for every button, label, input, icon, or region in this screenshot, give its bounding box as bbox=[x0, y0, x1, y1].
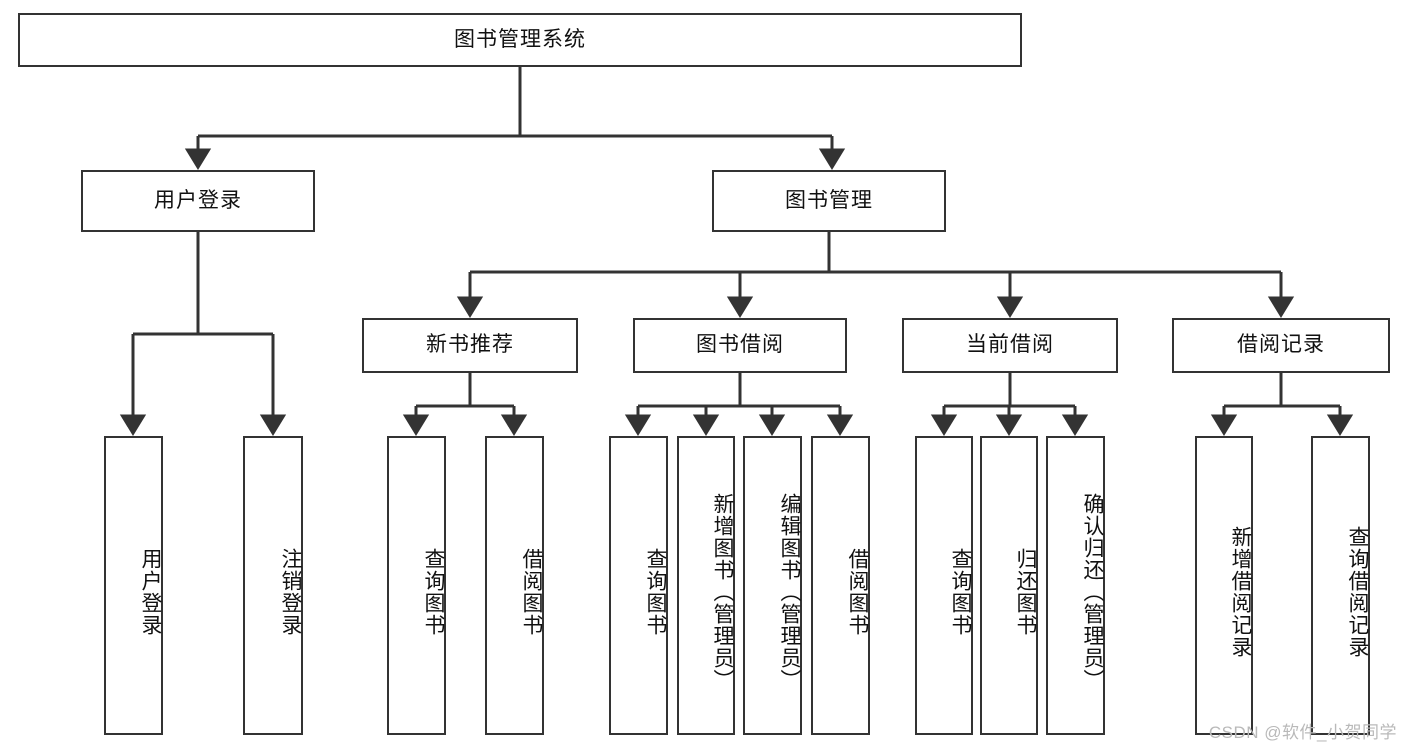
leaf-edit-book-label: 编辑图书（管理员） bbox=[778, 492, 801, 691]
leaf-confirm-return[interactable]: 确认归还（管理员） bbox=[1046, 436, 1105, 735]
leaf-query-record-label: 查询借阅记录 bbox=[1346, 525, 1369, 658]
leaf-add-record-label: 新增借阅记录 bbox=[1229, 525, 1252, 658]
node-book-borrow[interactable]: 图书借阅 bbox=[633, 318, 847, 373]
leaf-query-book-rec[interactable]: 查询图书 bbox=[387, 436, 446, 735]
node-root-label: 图书管理系统 bbox=[454, 27, 586, 51]
watermark: CSDN @软件_小贺同学 bbox=[1208, 723, 1397, 742]
node-user-login[interactable]: 用户登录 bbox=[81, 170, 315, 232]
leaf-add-record[interactable]: 新增借阅记录 bbox=[1195, 436, 1253, 735]
node-book-manage[interactable]: 图书管理 bbox=[712, 170, 946, 232]
leaf-return-book-label: 归还图书 bbox=[1014, 547, 1037, 636]
leaf-borrow-book-rec-label: 借阅图书 bbox=[520, 547, 543, 636]
node-new-book-recommend[interactable]: 新书推荐 bbox=[362, 318, 578, 373]
leaf-user-login[interactable]: 用户登录 bbox=[104, 436, 163, 735]
leaf-logout[interactable]: 注销登录 bbox=[243, 436, 303, 735]
leaf-query-book-cur[interactable]: 查询图书 bbox=[915, 436, 973, 735]
leaf-query-book-cur-label: 查询图书 bbox=[949, 547, 972, 636]
leaf-query-book-borrow[interactable]: 查询图书 bbox=[609, 436, 668, 735]
leaf-logout-label: 注销登录 bbox=[279, 547, 302, 636]
node-current-borrow[interactable]: 当前借阅 bbox=[902, 318, 1118, 373]
leaf-user-login-label: 用户登录 bbox=[139, 547, 162, 636]
node-book-manage-label: 图书管理 bbox=[785, 188, 873, 212]
leaf-query-book-rec-label: 查询图书 bbox=[422, 547, 445, 636]
node-book-borrow-label: 图书借阅 bbox=[696, 333, 784, 357]
node-current-borrow-label: 当前借阅 bbox=[966, 333, 1054, 357]
node-user-login-label: 用户登录 bbox=[154, 188, 242, 212]
leaf-query-book-borrow-label: 查询图书 bbox=[644, 547, 667, 636]
leaf-borrow-book[interactable]: 借阅图书 bbox=[811, 436, 870, 735]
node-borrow-record-label: 借阅记录 bbox=[1237, 333, 1325, 357]
node-new-book-recommend-label: 新书推荐 bbox=[426, 333, 514, 357]
leaf-edit-book[interactable]: 编辑图书（管理员） bbox=[743, 436, 802, 735]
leaf-query-record[interactable]: 查询借阅记录 bbox=[1311, 436, 1370, 735]
leaf-confirm-return-label: 确认归还（管理员） bbox=[1081, 492, 1104, 691]
node-root[interactable]: 图书管理系统 bbox=[18, 13, 1022, 67]
leaf-return-book[interactable]: 归还图书 bbox=[980, 436, 1038, 735]
leaf-add-book[interactable]: 新增图书（管理员） bbox=[677, 436, 735, 735]
leaf-add-book-label: 新增图书（管理员） bbox=[711, 492, 734, 691]
leaf-borrow-book-label: 借阅图书 bbox=[846, 547, 869, 636]
leaf-borrow-book-rec[interactable]: 借阅图书 bbox=[485, 436, 544, 735]
node-borrow-record[interactable]: 借阅记录 bbox=[1172, 318, 1390, 373]
